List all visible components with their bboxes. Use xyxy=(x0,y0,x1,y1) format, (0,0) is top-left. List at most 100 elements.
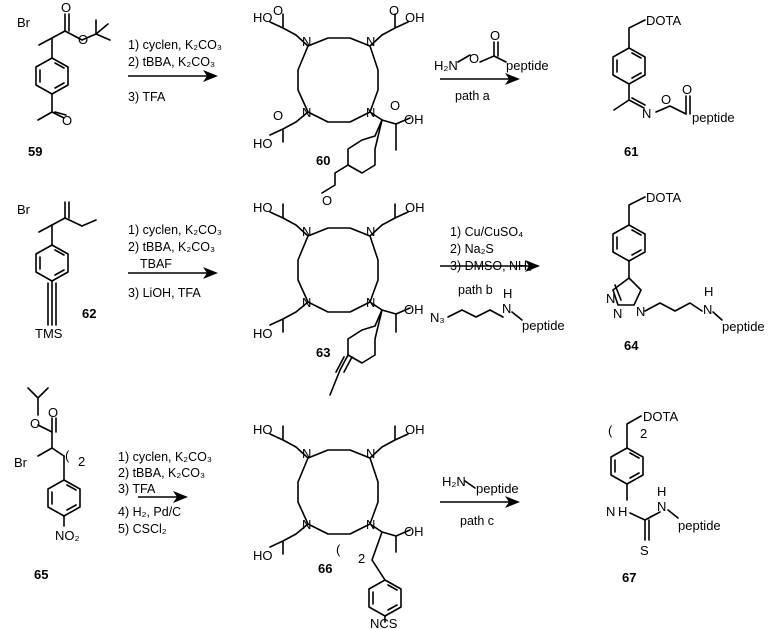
paren-label: ( xyxy=(65,448,70,463)
carboxyl-ho-label: HO xyxy=(253,422,273,437)
carboxyl-oh-label: OH xyxy=(404,112,424,127)
thiourea-nh-label: N xyxy=(606,504,615,519)
compound-number-67: 67 xyxy=(622,570,636,585)
thiourea-h-label: H xyxy=(618,504,627,519)
compound-number-61: 61 xyxy=(624,144,638,159)
compound-59: Br O O O 59 xyxy=(17,0,111,159)
dota-label: DOTA xyxy=(646,13,681,28)
compound-66: ( 2 NCS HO OH N N N N HO OH 66 xyxy=(253,422,425,629)
oxime-o-label: O xyxy=(661,92,671,107)
chain-subscript: 2 xyxy=(640,426,647,441)
condition-line: 3) TFA xyxy=(128,90,166,104)
thiourea-nh-label: N xyxy=(657,499,666,514)
reagent-h2n-label: H₂N xyxy=(434,58,458,73)
carboxyl-o-label: O xyxy=(390,98,400,113)
amine-h-label: H xyxy=(704,284,713,299)
azide-h-label: H xyxy=(503,286,512,301)
nitrogen-label: N xyxy=(366,295,375,310)
paren-label: ( xyxy=(336,542,341,557)
carboxyl-oh-label: OH xyxy=(405,200,425,215)
paren-label: ( xyxy=(608,423,613,438)
carboxyl-oh-label: OH xyxy=(404,302,424,317)
nitrogen-label: N xyxy=(366,34,375,49)
path-label-a: path a xyxy=(455,89,490,103)
compound-number-66: 66 xyxy=(318,561,332,576)
azide-peptide-label: peptide xyxy=(522,318,565,333)
compound-61: DOTA N O O peptide 61 xyxy=(612,13,735,159)
carboxyl-oh-label: OH xyxy=(404,524,424,539)
bromine-label: Br xyxy=(17,202,31,217)
tms-label: TMS xyxy=(35,326,63,341)
condition-line: 2) tBBA, K₂CO₃ xyxy=(128,55,215,69)
condition-line: 4) H₂, Pd/C xyxy=(118,505,181,519)
compound-number-62: 62 xyxy=(82,306,96,321)
carboxyl-o-label: O xyxy=(273,108,283,123)
ketone-oxygen-label: O xyxy=(62,113,72,128)
carbonyl-o-label: O xyxy=(48,405,58,420)
condition-line: 1) cyclen, K₂CO₃ xyxy=(128,38,222,52)
nitrogen-label: N xyxy=(366,517,375,532)
chain-subscript: 2 xyxy=(358,551,365,566)
nitrogen-label: N xyxy=(302,517,311,532)
thiourea-h-label: H xyxy=(657,484,666,499)
carboxyl-o-label: O xyxy=(389,3,399,18)
oxime-n-label: N xyxy=(642,106,651,121)
peptide-label: peptide xyxy=(678,518,721,533)
compound-number-63: 63 xyxy=(316,345,330,360)
reaction-arrow-path-c: H₂N peptide path c xyxy=(440,474,520,528)
compound-62: Br TMS 62 xyxy=(17,201,97,341)
nitrogen-label: N xyxy=(302,446,311,461)
azide-n-label: N xyxy=(502,301,511,316)
peptide-label: peptide xyxy=(722,319,765,334)
condition-line: 2) tBBA, K₂CO₃ xyxy=(118,466,205,480)
nitrogen-label: N xyxy=(302,105,311,120)
reaction-arrow-3: 1) cyclen, K₂CO₃ 2) tBBA, K₂CO₃ 3) TFA 4… xyxy=(118,450,212,536)
carboxyl-o-label: O xyxy=(273,3,283,18)
triazole-n-label: N xyxy=(636,304,645,319)
condition-line: 5) CSCl₂ xyxy=(118,522,167,536)
nitrogen-label: N xyxy=(366,105,375,120)
condition-line: 1) Cu/CuSO₄ xyxy=(450,225,523,239)
condition-line: TBAF xyxy=(140,257,172,271)
peptide-label: peptide xyxy=(692,110,735,125)
carboxyl-ho-label: HO xyxy=(253,326,273,341)
compound-number-59: 59 xyxy=(28,144,42,159)
dota-label: DOTA xyxy=(646,190,681,205)
compound-60: HO O O OH N N N N HO OH O O O 60 xyxy=(253,3,425,208)
ester-oxygen-label: O xyxy=(78,32,88,47)
triazole-n-label: N xyxy=(613,306,622,321)
nitrogen-label: N xyxy=(302,224,311,239)
carboxyl-ho-label: HO xyxy=(253,548,273,563)
compound-67: ( 2 DOTA N H S H N peptide 67 xyxy=(606,409,721,585)
reagent-carbonyl-o-label: O xyxy=(490,28,500,43)
compound-number-60: 60 xyxy=(316,153,330,168)
chain-subscript: 2 xyxy=(78,454,85,469)
reaction-arrow-path-b: 1) Cu/CuSO₄ 2) Na₂S 3) DMSO, NH₃ path b … xyxy=(430,225,565,333)
bromine-label: Br xyxy=(17,15,31,30)
carboxyl-ho-label: HO xyxy=(253,136,273,151)
amine-n-label: N xyxy=(703,302,712,317)
reagent-o-label: O xyxy=(469,51,479,66)
condition-line: 1) cyclen, K₂CO₃ xyxy=(128,223,222,237)
azide-label: N₃ xyxy=(430,310,445,325)
reaction-arrow-1: 1) cyclen, K₂CO₃ 2) tBBA, K₂CO₃ 3) TFA xyxy=(128,38,222,104)
reagent-peptide-label: peptide xyxy=(476,481,519,496)
carboxyl-ho-label: HO xyxy=(253,10,273,25)
triazole-n-label: N xyxy=(606,291,615,306)
ester-o-label: O xyxy=(30,416,40,431)
ketone-o-label: O xyxy=(322,193,332,208)
compound-65: O O Br ( 2 NO₂ 65 xyxy=(14,387,85,582)
condition-line: 3) LiOH, TFA xyxy=(128,286,201,300)
nitrogen-label: N xyxy=(366,446,375,461)
condition-line: 2) tBBA, K₂CO₃ xyxy=(128,240,215,254)
isothiocyanate-label: NCS xyxy=(370,616,398,629)
reaction-arrow-path-a: H₂N O O peptide path a xyxy=(434,28,549,103)
reagent-h2n-label: H₂N xyxy=(442,474,466,489)
path-label-c: path c xyxy=(460,514,494,528)
path-label-b: path b xyxy=(458,283,493,297)
carboxyl-oh-label: OH xyxy=(405,422,425,437)
thione-s-label: S xyxy=(640,543,649,558)
condition-line: 3) TFA xyxy=(118,482,156,496)
nitrogen-label: N xyxy=(302,295,311,310)
